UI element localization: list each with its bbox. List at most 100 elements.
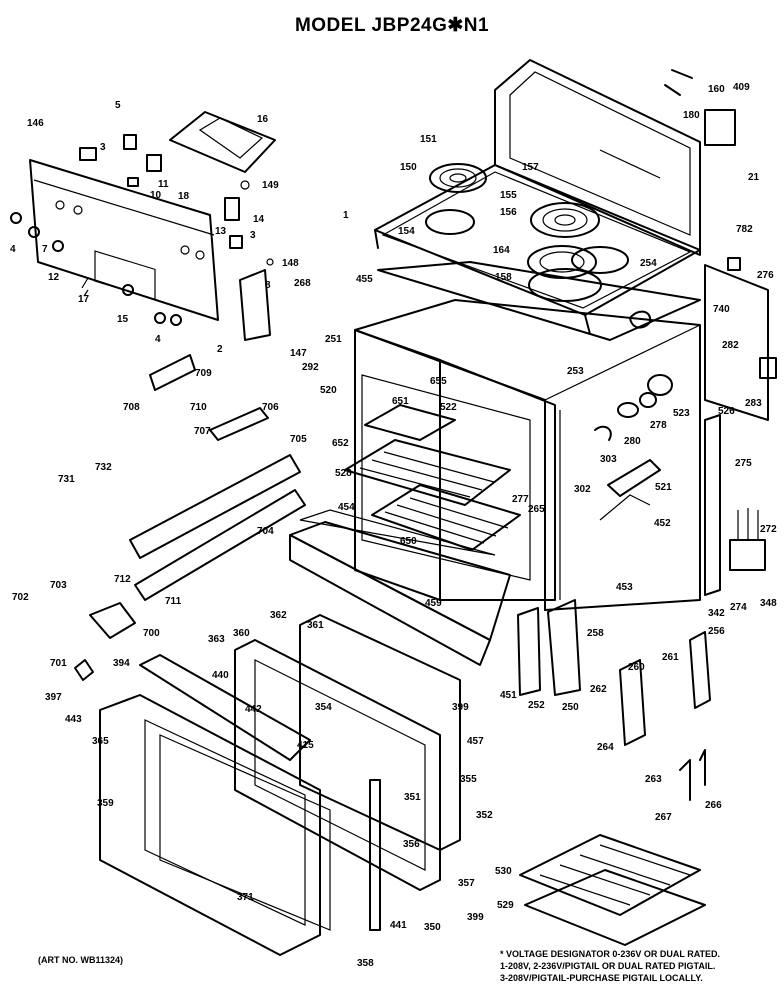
part-label: 7 [42, 244, 48, 255]
oven-liner [354, 329, 556, 601]
part-label: 258 [587, 628, 604, 639]
part-label: 650 [400, 536, 417, 547]
side-panel [704, 414, 721, 596]
part-label: 355 [460, 774, 477, 785]
control-knobs [10, 212, 182, 326]
part-label: 397 [45, 692, 62, 703]
part-label: 711 [165, 596, 182, 607]
part-label: 705 [290, 434, 307, 445]
part-label: 274 [730, 602, 747, 613]
drawer-front [289, 509, 511, 666]
surface-units [425, 163, 629, 302]
part-label: 709 [195, 368, 212, 379]
part-label: 264 [597, 742, 614, 753]
part-label: 302 [574, 484, 591, 495]
broil-element [364, 404, 456, 441]
part-label: 155 [500, 190, 517, 201]
drawer-side-rails [129, 407, 306, 601]
part-label: 265 [528, 504, 545, 515]
rear-components [664, 69, 777, 421]
part-label: 268 [294, 278, 311, 289]
part-label: 292 [302, 362, 319, 373]
part-label: 651 [392, 396, 409, 407]
backsplash [494, 59, 701, 256]
part-label: 342 [708, 608, 725, 619]
voltage-footnote: * VOLTAGE DESIGNATOR 0-236V OR DUAL RATE… [500, 948, 780, 984]
part-label: 253 [567, 366, 584, 377]
part-label: 147 [290, 348, 307, 359]
part-label: 415 [297, 740, 314, 751]
part-label: 457 [467, 736, 484, 747]
part-label: 520 [320, 385, 337, 396]
part-label: 272 [760, 524, 777, 535]
part-label: 732 [95, 462, 112, 473]
part-label: 267 [655, 812, 672, 823]
part-label: 146 [27, 118, 44, 129]
part-label: 2 [217, 344, 223, 355]
part-label: 710 [190, 402, 207, 413]
part-label: 254 [640, 258, 657, 269]
part-labels: 146 5 16 3 11 10 18 149 14 13 3 148 4 7 … [10, 82, 777, 969]
part-label: 266 [705, 800, 722, 811]
range-body [354, 299, 701, 611]
part-label: 252 [528, 700, 545, 711]
part-label: 700 [143, 628, 160, 639]
part-label: 358 [357, 958, 374, 969]
part-label: 282 [722, 340, 739, 351]
part-label: 280 [624, 436, 641, 447]
part-label: 526 [718, 406, 735, 417]
part-label: 149 [262, 180, 279, 191]
part-label: 351 [404, 792, 421, 803]
terminal-block [729, 508, 766, 571]
part-label: 702 [12, 592, 29, 603]
part-label: 160 [708, 84, 725, 95]
part-label: 8 [265, 280, 271, 291]
part-label: 452 [654, 518, 671, 529]
cooktop-support [377, 261, 701, 341]
part-label: 652 [332, 438, 349, 449]
part-label: 399 [452, 702, 469, 713]
part-label: 164 [493, 245, 510, 256]
part-label: 158 [495, 272, 512, 283]
part-label: 14 [253, 214, 265, 225]
end-cap [239, 269, 271, 341]
part-label: 363 [208, 634, 225, 645]
part-label: 151 [420, 134, 437, 145]
part-label: 1 [343, 210, 349, 221]
broiler-pan [519, 834, 706, 946]
thermostat-and-switches [594, 374, 673, 497]
part-label: 157 [522, 162, 539, 173]
part-label: 451 [500, 690, 517, 701]
part-label: 251 [325, 334, 342, 345]
part-label: 13 [215, 226, 227, 237]
part-label: 4 [10, 244, 16, 255]
part-label: 148 [282, 258, 299, 269]
part-label: 303 [600, 454, 617, 465]
part-label: 453 [616, 582, 633, 593]
part-label: 704 [257, 526, 274, 537]
part-label: 740 [713, 304, 730, 315]
part-label: 278 [650, 420, 667, 431]
part-label: 5 [115, 100, 121, 111]
door-hinges [369, 631, 711, 931]
part-label: 3 [100, 142, 106, 153]
part-label: 261 [662, 652, 679, 663]
switches-and-clips [79, 134, 274, 266]
door-window-pack [159, 734, 331, 931]
panel-glass [169, 111, 276, 173]
part-label: 16 [257, 114, 269, 125]
part-label: 782 [736, 224, 753, 235]
part-label: 275 [735, 458, 752, 469]
part-label: 3 [250, 230, 256, 241]
art-number: (ART NO. WB11324) [38, 955, 124, 965]
part-label: 521 [655, 482, 672, 493]
footnote-line: 3-208V/PIGTAIL-PURCHASE PIGTAIL LOCALLY. [500, 973, 703, 983]
part-label: 12 [48, 272, 60, 283]
part-label: 260 [628, 662, 645, 673]
door-frame [99, 694, 321, 956]
part-label: 399 [467, 912, 484, 923]
part-label: 283 [745, 398, 762, 409]
misc-brackets [74, 354, 581, 696]
part-label: 17 [78, 294, 90, 305]
